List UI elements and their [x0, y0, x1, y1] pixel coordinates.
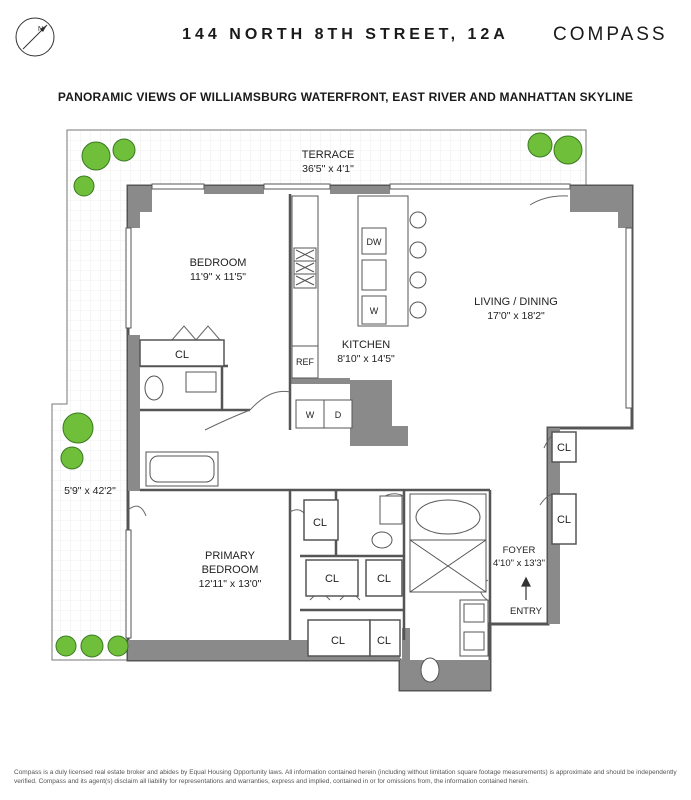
- living-dims: 17'0" x 18'2": [487, 310, 545, 322]
- page-title: 144 NORTH 8TH STREET, 12A: [182, 26, 509, 43]
- foyer-dims: 4'10" x 13'3": [493, 558, 545, 569]
- wall-blocks: [128, 186, 632, 690]
- bath-fixtures: [144, 371, 489, 683]
- entry-label: ENTRY: [510, 606, 543, 617]
- kitchen-fixtures: [291, 195, 427, 429]
- terrace-name: TERRACE: [302, 149, 355, 161]
- washer-label: W: [306, 410, 315, 420]
- tree-icons: [55, 132, 583, 658]
- closet-label: CL: [331, 635, 345, 647]
- floor-plan: TERRACE 36'5" x 4'1" BEDROOM 11'9" x 11'…: [51, 129, 634, 692]
- bedroom-name: BEDROOM: [190, 257, 247, 269]
- living-name: LIVING / DINING: [474, 296, 558, 308]
- bedroom-dims: 11'9" x 11'5": [190, 271, 246, 283]
- primary-dims: 12'11" x 13'0": [199, 578, 262, 590]
- north-label: N: [38, 26, 43, 33]
- compass-logo: COMPASS: [553, 24, 668, 45]
- closet-label: CL: [377, 573, 391, 585]
- foyer-name: FOYER: [503, 545, 536, 556]
- kitchen-dims: 8'10" x 14'5": [337, 353, 395, 365]
- closet-label: CL: [557, 514, 571, 526]
- subtitle: PANORAMIC VIEWS OF WILLIAMSBURG WATERFRO…: [57, 90, 634, 104]
- kitchen-name: KITCHEN: [342, 339, 390, 351]
- closet-label: CL: [557, 442, 571, 454]
- dishwasher-label: DW: [367, 237, 382, 247]
- legal-disclaimer: Compass is a duly licensed real estate b…: [14, 769, 677, 785]
- primary-name-2: BEDROOM: [202, 564, 259, 576]
- north-arrow-icon: N: [15, 17, 55, 57]
- terrace-dims: 36'5" x 4'1": [302, 163, 354, 175]
- closets: [139, 339, 577, 657]
- closet-label: CL: [325, 573, 339, 585]
- closet-label: CL: [377, 635, 391, 647]
- door-swings: [127, 195, 569, 631]
- wine-fridge-label: W: [370, 306, 379, 316]
- windows: [125, 183, 633, 639]
- side-terrace-dims: 5'9" x 42'2": [64, 485, 116, 497]
- dryer-label: D: [335, 410, 342, 420]
- closet-label: CL: [313, 517, 327, 529]
- entry-arrow-icon: [521, 576, 531, 600]
- header: N 144 NORTH 8TH STREET, 12A COMPASS PANO…: [0, 0, 691, 120]
- ref-label: REF: [296, 357, 315, 367]
- closet-label: CL: [175, 349, 189, 361]
- primary-name-1: PRIMARY: [205, 550, 256, 562]
